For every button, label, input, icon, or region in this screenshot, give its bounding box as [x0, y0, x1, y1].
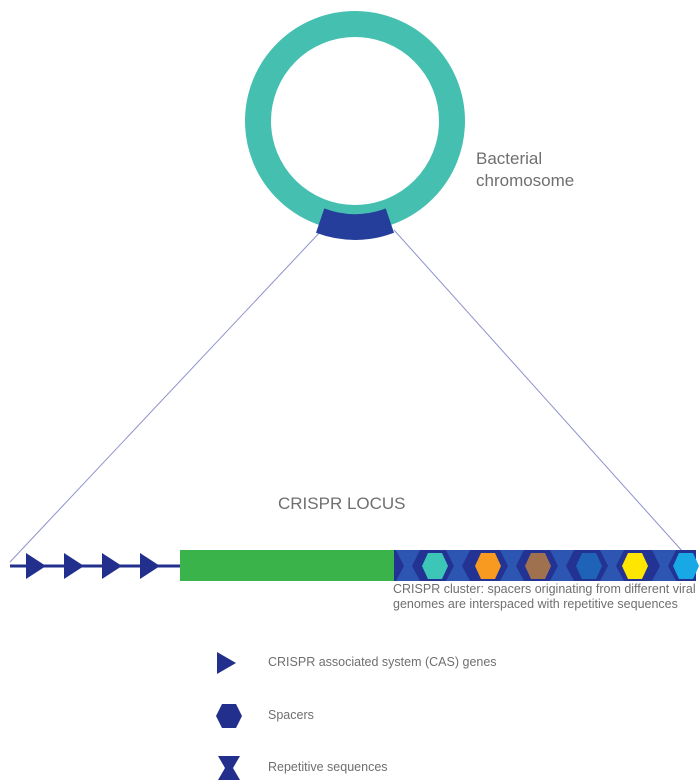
- bacterial-chromosome-ring: [245, 11, 465, 231]
- spacer-yellow: [622, 553, 648, 579]
- repeat-marker: [446, 550, 470, 581]
- repeat-marker: [396, 550, 420, 581]
- cas-gene-marker: [102, 553, 122, 579]
- legend-spacers-label: Spacers: [268, 708, 314, 722]
- legend-spacer-icon: [216, 704, 242, 728]
- green-gene-block: [180, 550, 396, 581]
- repeat-marker: [652, 550, 676, 581]
- legend-repeat-icon: [218, 756, 240, 780]
- zoom-line-left: [9, 229, 323, 563]
- chromosome-label: Bacterial chromosome: [476, 149, 575, 190]
- repeat-marker: [550, 550, 574, 581]
- crispr-cluster-note: CRISPR cluster: spacers originating from…: [393, 582, 696, 611]
- legend-cas-gene-icon: [217, 652, 236, 674]
- cas-gene-marker: [64, 553, 84, 579]
- spacer-brown: [525, 553, 551, 579]
- zoom-line-right: [393, 229, 693, 563]
- legend-cas-genes-label: CRISPR associated system (CAS) genes: [268, 655, 497, 669]
- spacer-orange: [475, 553, 501, 579]
- chromosome-locus-highlight: [316, 208, 394, 240]
- spacer-blue: [576, 553, 602, 579]
- spacer-sky: [673, 553, 699, 579]
- spacer-teal: [422, 553, 448, 579]
- crispr-locus-title: CRISPR LOCUS: [278, 494, 406, 513]
- repeat-marker: [500, 550, 524, 581]
- cas-gene-marker: [26, 553, 46, 579]
- cas-gene-marker: [140, 553, 160, 579]
- legend-repeats-label: Repetitive sequences: [268, 760, 388, 774]
- repeat-marker: [600, 550, 624, 581]
